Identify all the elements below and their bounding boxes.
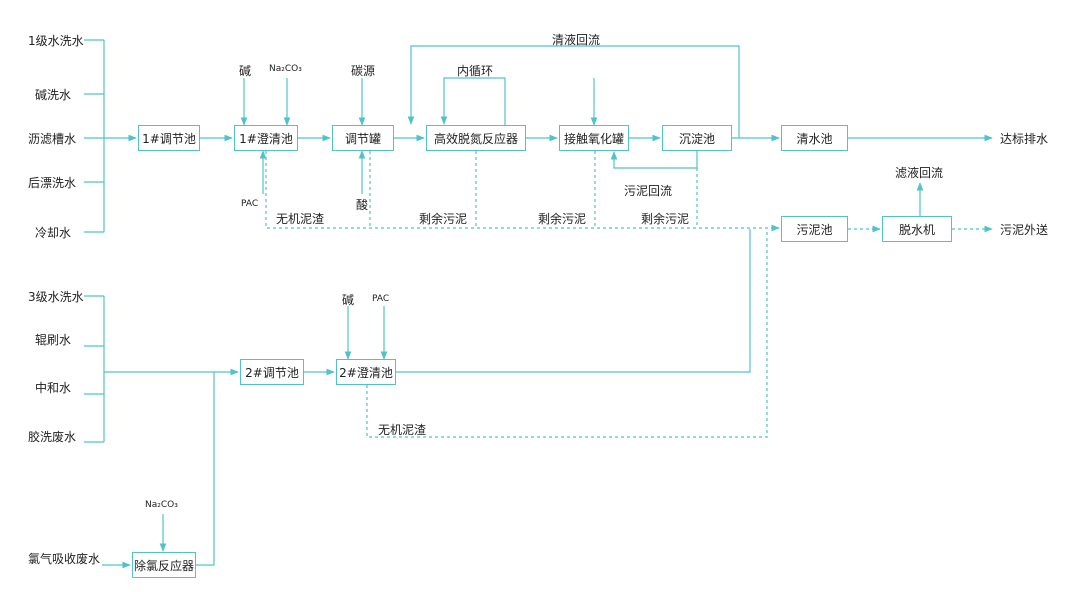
second-chain-lines bbox=[304, 229, 768, 438]
label-excess-sludge-2: 剩余污泥 bbox=[538, 212, 587, 226]
source-leaching-tank: 沥滤槽水 bbox=[28, 132, 77, 146]
source-3rd-wash: 3级水洗水 bbox=[28, 290, 84, 304]
label-alkali-1: 碱 bbox=[239, 64, 252, 78]
box-oxidation: 接触氧化罐 bbox=[559, 125, 629, 151]
label-sludge-out: 污泥外送 bbox=[1000, 223, 1049, 237]
label-filtrate-return: 滤液回流 bbox=[895, 166, 944, 180]
source-cooling: 冷却水 bbox=[35, 226, 72, 240]
label-na2co3-2: Na₂CO₃ bbox=[145, 500, 178, 510]
box-adjust-tank: 调节罐 bbox=[332, 125, 394, 151]
chemical-input-lines bbox=[240, 78, 598, 194]
source-post-rinse: 后漂洗水 bbox=[28, 176, 77, 190]
label-clear-return: 清液回流 bbox=[552, 33, 601, 47]
top-source-lines bbox=[84, 39, 137, 233]
dechlorination-lines bbox=[102, 372, 215, 569]
box-clarifier-1: 1#澄清池 bbox=[234, 125, 298, 151]
source-chlorine-absorption: 氯气吸收废水 bbox=[28, 552, 101, 566]
label-sludge-return: 污泥回流 bbox=[624, 184, 673, 198]
label-carbon-source: 碳源 bbox=[351, 64, 376, 78]
clear-return-loop bbox=[407, 45, 740, 138]
source-neutralization: 中和水 bbox=[35, 381, 72, 395]
label-na2co3-1: Na₂CO₃ bbox=[269, 64, 302, 74]
label-excess-sludge-3: 剩余污泥 bbox=[641, 212, 690, 226]
label-alkali-2: 碱 bbox=[342, 293, 355, 307]
sludge-return-loop bbox=[610, 151, 698, 169]
box-tank-1: 1#调节池 bbox=[138, 125, 200, 151]
label-inorganic-sludge-1: 无机泥渣 bbox=[276, 212, 325, 226]
box-denitrification: 高效脱氮反应器 bbox=[426, 125, 526, 151]
label-pac-1: PAC bbox=[241, 199, 259, 209]
box-tank-2: 2#调节池 bbox=[240, 359, 304, 385]
box-sedimentation: 沉淀池 bbox=[662, 125, 732, 151]
label-inner-cycle: 内循环 bbox=[457, 64, 494, 78]
label-acid: 酸 bbox=[356, 198, 369, 212]
label-inorganic-sludge-2: 无机泥渣 bbox=[378, 423, 427, 437]
box-clarifier-2: 2#澄清池 bbox=[336, 359, 396, 385]
box-dechlorination: 除氯反应器 bbox=[132, 552, 196, 578]
source-roller-brush: 辊刷水 bbox=[35, 333, 72, 347]
label-discharge: 达标排水 bbox=[1000, 132, 1049, 146]
label-excess-sludge-1: 剩余污泥 bbox=[419, 212, 468, 226]
box-sludge-pool: 污泥池 bbox=[781, 216, 848, 242]
source-alkali-wash: 碱洗水 bbox=[35, 88, 72, 102]
mid-source-lines bbox=[84, 295, 239, 443]
sludge-dashed-lines bbox=[265, 151, 993, 233]
inner-cycle-loop bbox=[440, 77, 506, 125]
box-clear-pool: 清水池 bbox=[781, 125, 848, 151]
source-1st-wash: 1级水洗水 bbox=[28, 34, 84, 48]
label-pac-2: PAC bbox=[372, 294, 390, 304]
box-dewatering: 脱水机 bbox=[882, 216, 952, 242]
source-glue-wash: 胶洗废水 bbox=[28, 430, 77, 444]
